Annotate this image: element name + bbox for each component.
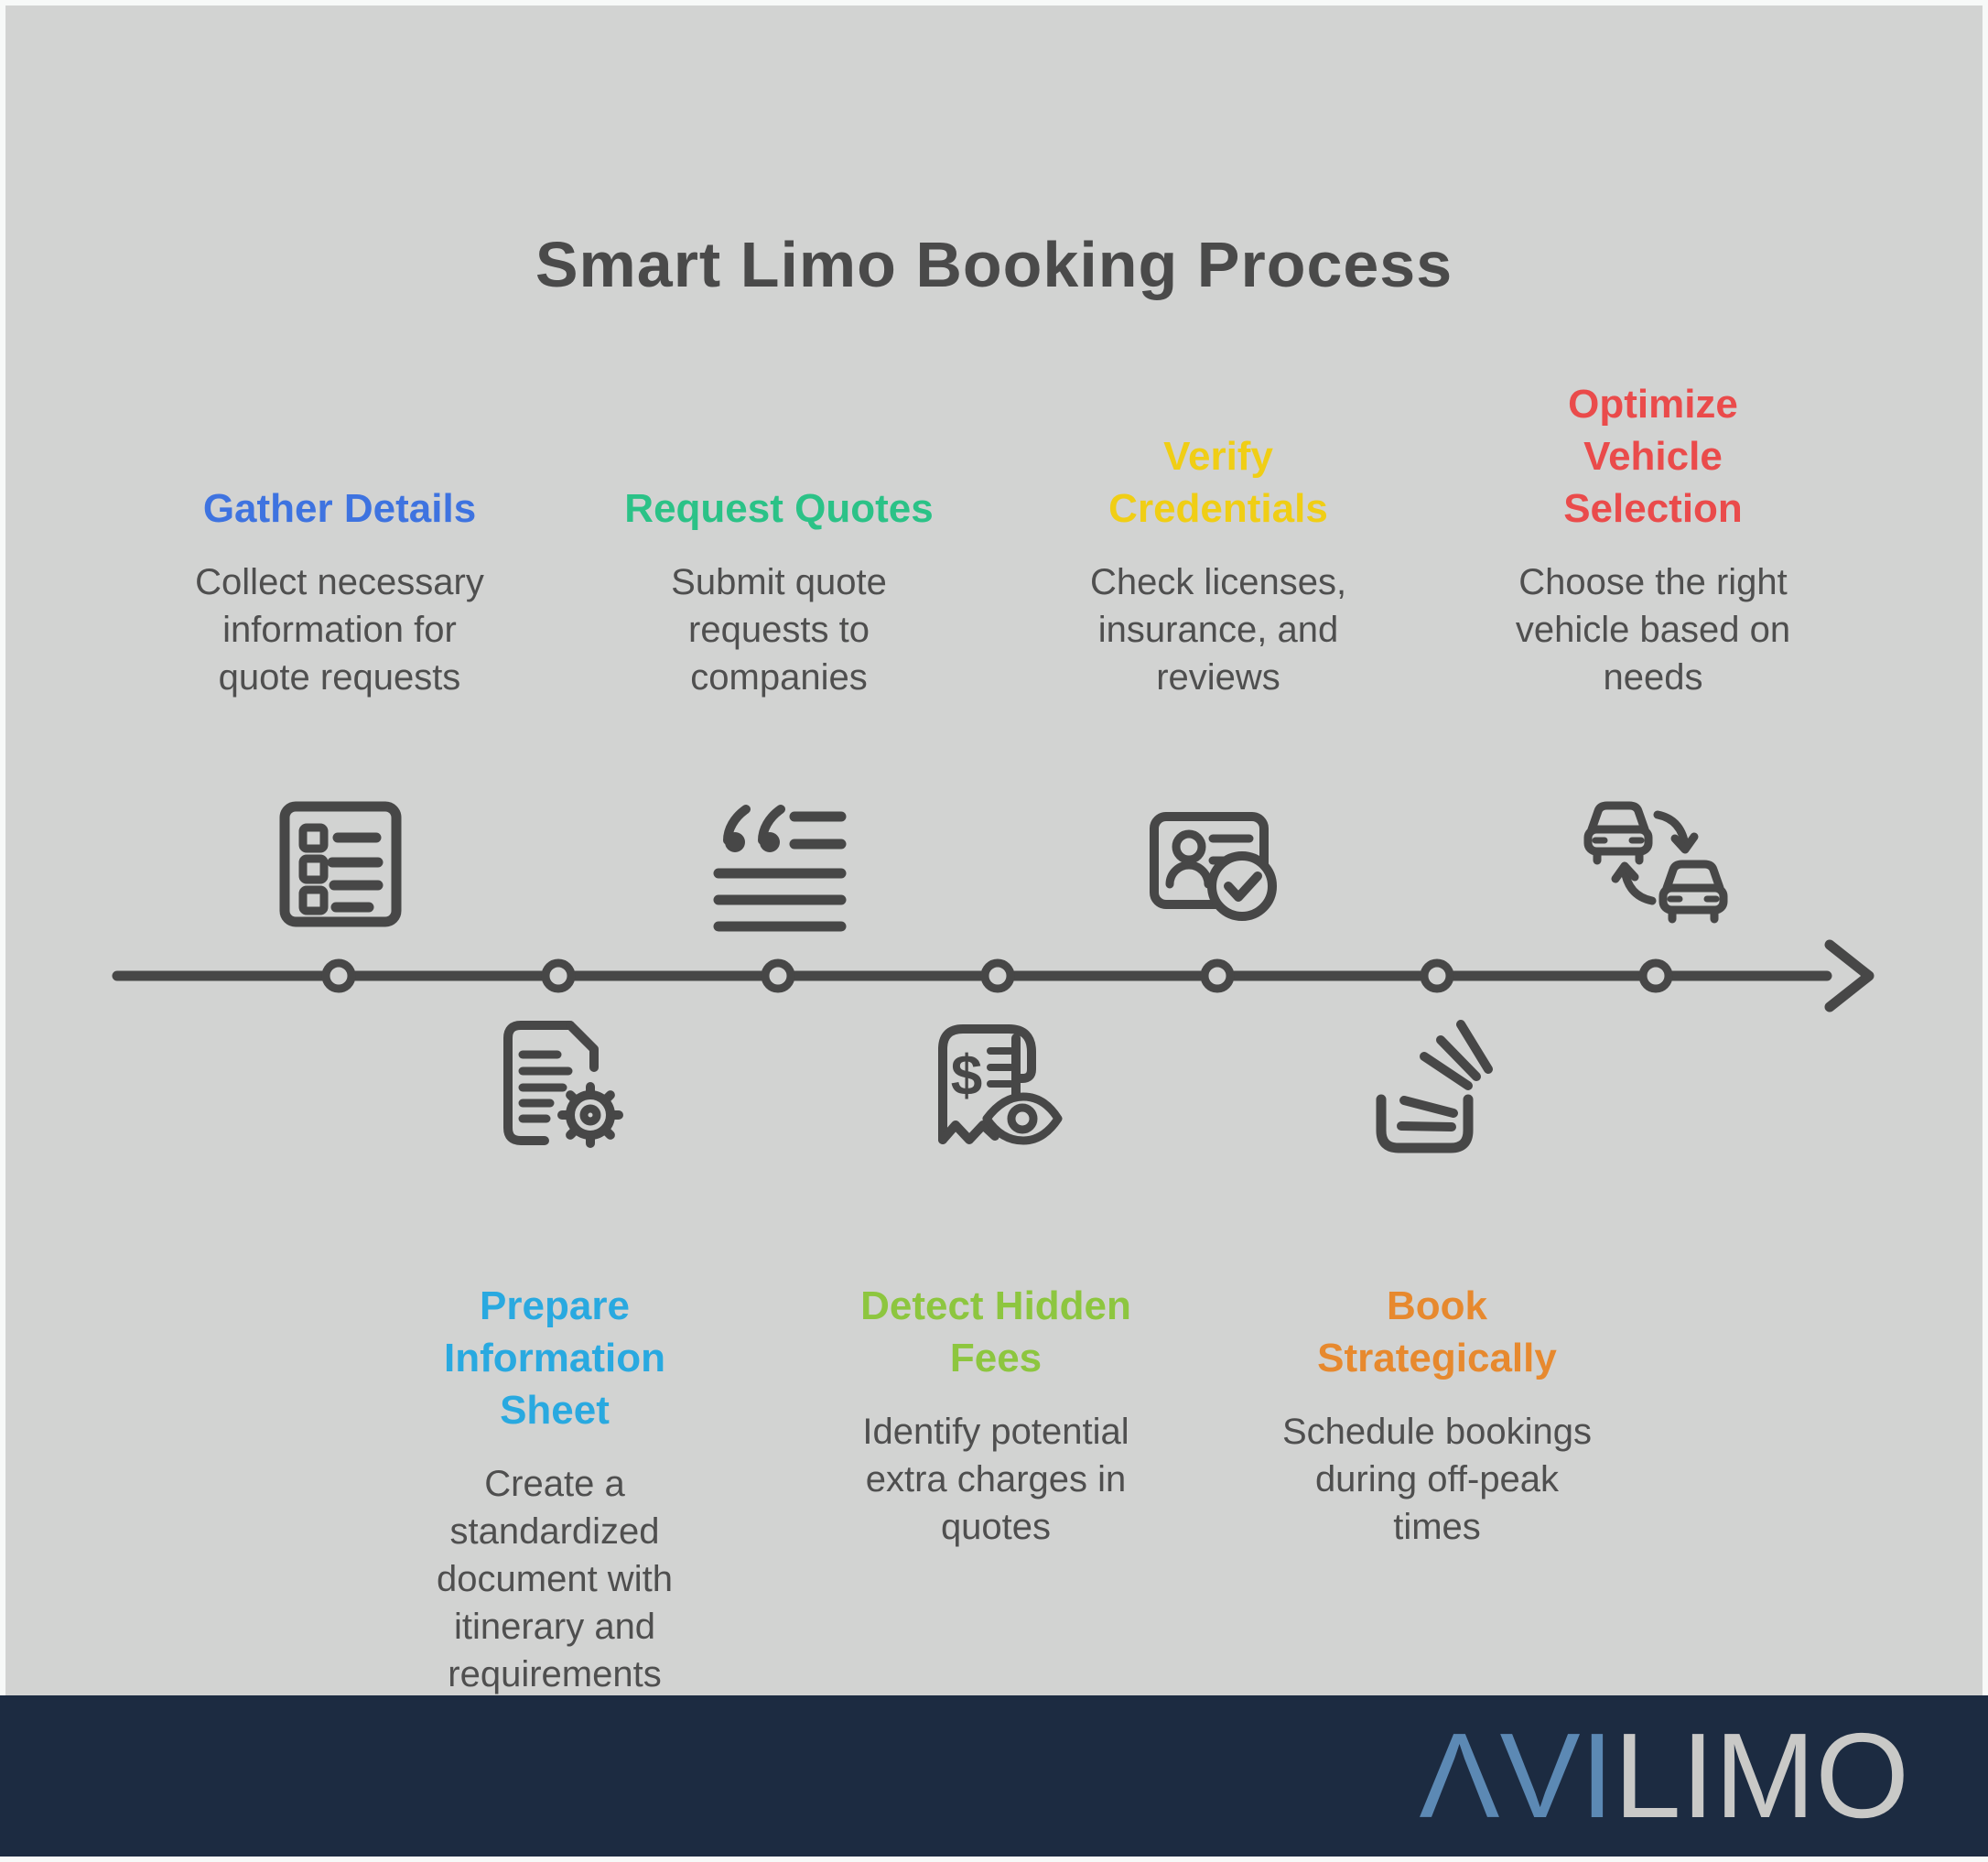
step-title: Request Quotes <box>624 486 934 531</box>
step-request-quotes: Request Quotes Submit quote requests to … <box>614 335 944 701</box>
timeline-node <box>1638 958 1673 993</box>
document-gear-icon <box>486 1011 632 1157</box>
id-card-check-icon <box>1145 791 1291 937</box>
quote-lines-icon <box>706 791 852 937</box>
brand-logo-suffix: LIMO <box>1614 1708 1909 1843</box>
step-title: Detect Hidden Fees <box>860 1283 1131 1380</box>
receipt-eye-icon: $ <box>924 1011 1071 1157</box>
step-title: Gather Details <box>202 486 477 531</box>
timeline-node <box>541 958 576 993</box>
svg-text:$: $ <box>951 1045 982 1108</box>
timeline-node <box>761 958 795 993</box>
checklist-icon <box>266 791 413 937</box>
step-title: Prepare Information Sheet <box>444 1283 665 1433</box>
step-description: Choose the right vehicle based on needs <box>1515 562 1791 698</box>
step-title: Verify Credentials <box>1108 434 1328 531</box>
step-verify-credentials: Verify Credentials Check licenses, insur… <box>1076 335 1360 701</box>
step-description: Identify potential extra charges in quot… <box>862 1412 1129 1547</box>
cars-swap-icon <box>1583 791 1729 937</box>
step-description: Schedule bookings during off-peak times <box>1281 1412 1593 1547</box>
step-detect-hidden-fees: Detect Hidden Fees Identify potential ex… <box>822 1280 1170 1551</box>
timeline-node <box>1420 958 1454 993</box>
footer-bar: ΛVILIMO <box>0 1695 1988 1857</box>
step-description: Collect necessary information for quote … <box>195 562 484 698</box>
step-book-strategically: Book Strategically Schedule bookings dur… <box>1272 1280 1602 1551</box>
stack-tray-icon <box>1354 1012 1500 1159</box>
step-title: Book Strategically <box>1317 1283 1557 1380</box>
timeline-node <box>1200 958 1235 993</box>
timeline-node <box>321 958 356 993</box>
step-description: Create a standardized document with itin… <box>437 1464 673 1694</box>
timeline-node <box>980 958 1015 993</box>
brand-logo: ΛVILIMO <box>1419 1716 1909 1836</box>
step-title: Optimize Vehicle Selection <box>1563 382 1743 531</box>
step-description: Check licenses, insurance, and reviews <box>1089 562 1347 698</box>
infographic-canvas: Smart Limo Booking Process Gather Detail… <box>5 5 1983 1857</box>
page-title: Smart Limo Booking Process <box>535 228 1453 300</box>
step-optimize-vehicle-selection: Optimize Vehicle Selection Choose the ri… <box>1507 335 1799 701</box>
step-prepare-information-sheet: Prepare Information Sheet Create a stand… <box>408 1280 701 1698</box>
step-gather-details: Gather Details Collect necessary informa… <box>175 335 504 701</box>
step-description: Submit quote requests to companies <box>671 562 887 698</box>
brand-logo-prefix: ΛVI <box>1419 1708 1615 1843</box>
